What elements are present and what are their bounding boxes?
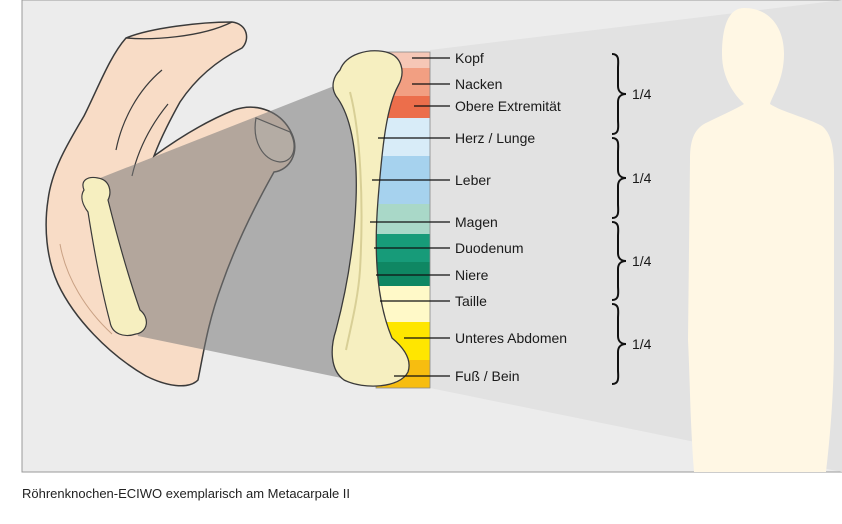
quarter-label: 1/4	[632, 86, 652, 102]
zone-label: Obere Extremität	[455, 98, 561, 114]
zone-label: Unteres Abdomen	[455, 330, 567, 346]
quarter-label: 1/4	[632, 170, 652, 186]
zone-label: Nacken	[455, 76, 502, 92]
zone-label: Duodenum	[455, 240, 524, 256]
zone-label: Herz / Lunge	[455, 130, 535, 146]
quarter-label: 1/4	[632, 336, 652, 352]
zone-label: Leber	[455, 172, 491, 188]
figure-caption: Röhrenknochen-ECIWO exemplarisch am Meta…	[22, 486, 350, 501]
zone-label: Taille	[455, 293, 487, 309]
zone-label: Niere	[455, 267, 489, 283]
color-band-6	[376, 204, 430, 234]
zone-label: Magen	[455, 214, 498, 230]
zone-label: Kopf	[455, 50, 484, 66]
quarter-label: 1/4	[632, 253, 652, 269]
color-band-8	[376, 262, 430, 286]
zone-label: Fuß / Bein	[455, 368, 520, 384]
